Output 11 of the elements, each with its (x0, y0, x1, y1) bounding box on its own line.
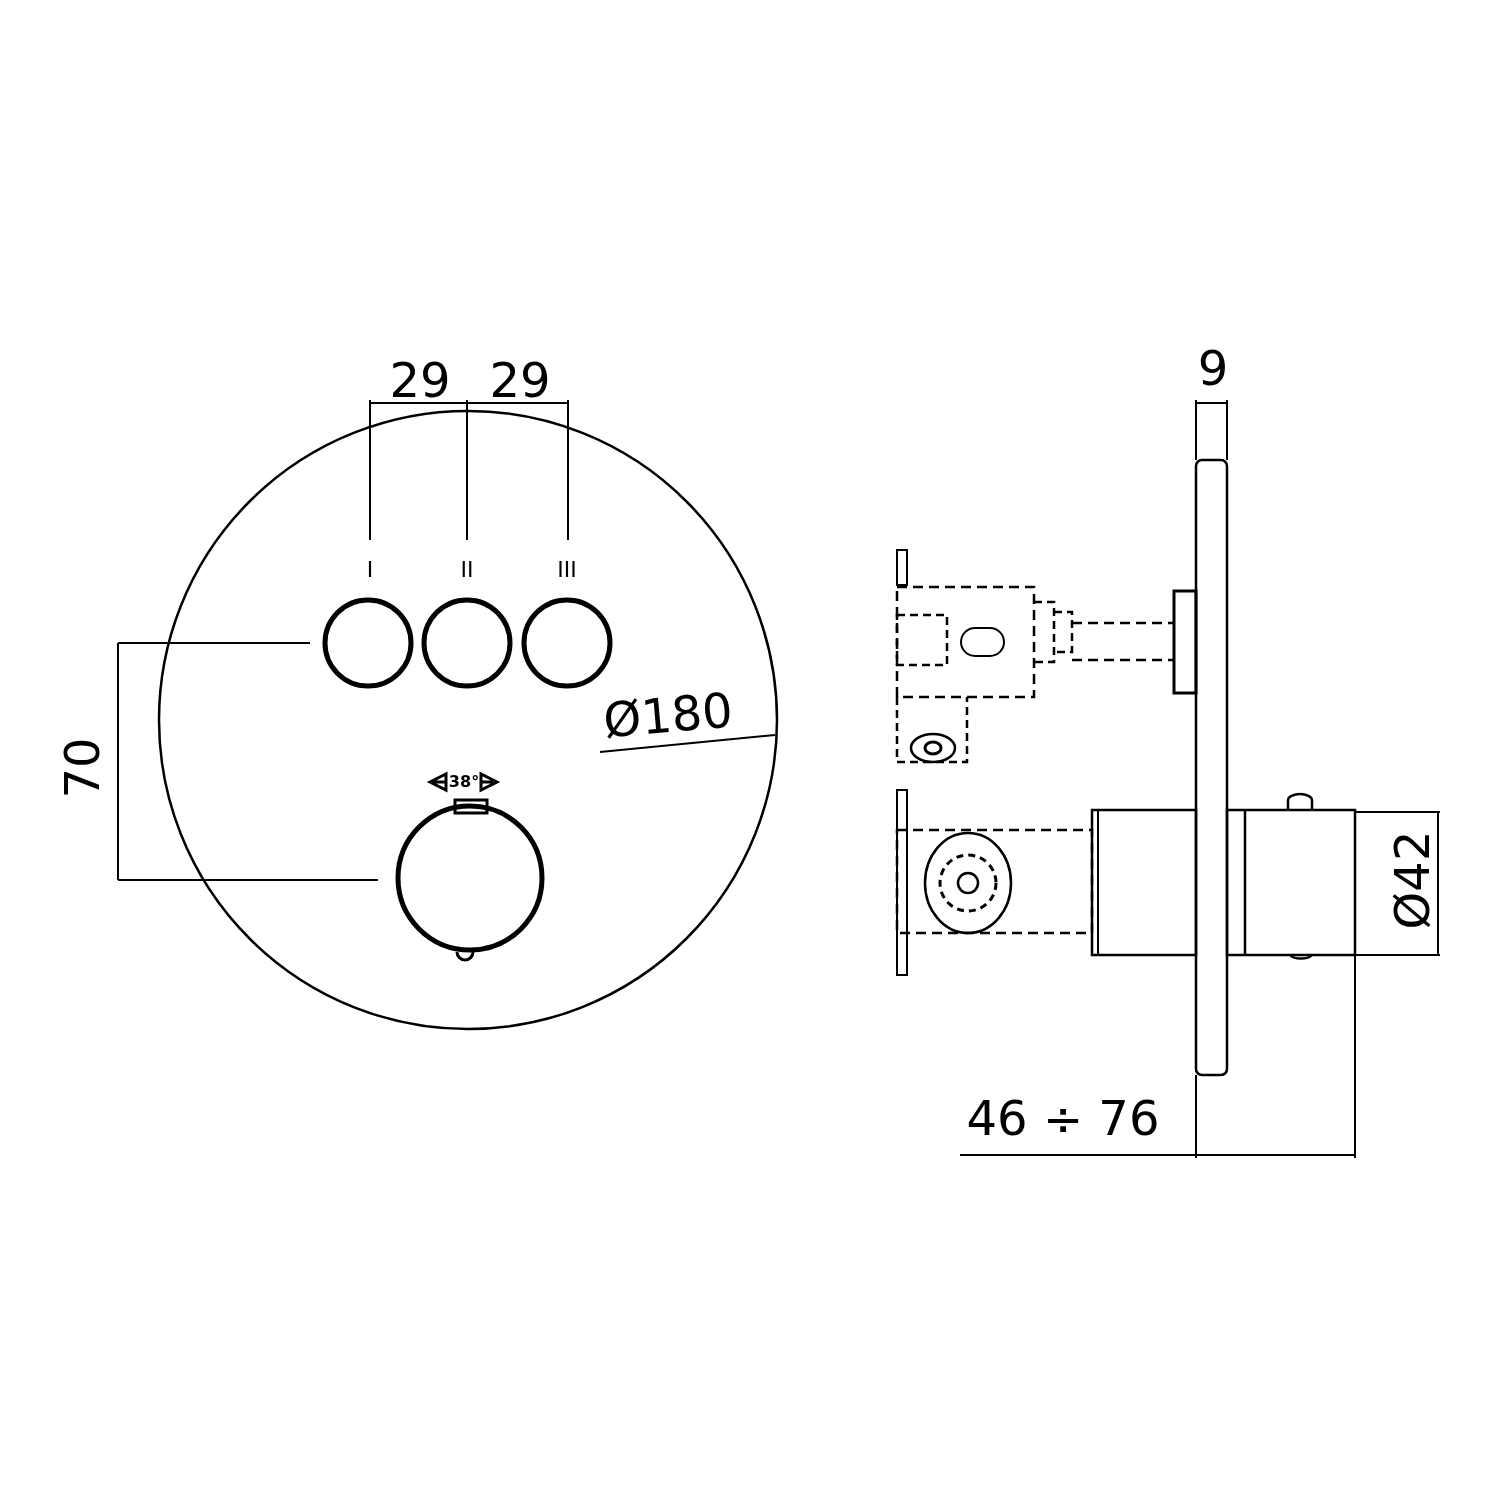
dimension-value: 29 (489, 356, 551, 404)
position-numeral: II (460, 559, 474, 581)
dimension-value: 46 ÷ 76 (966, 1094, 1160, 1142)
diameter-value: Ø42 (1388, 830, 1436, 930)
dimension-value: 29 (389, 356, 451, 404)
dimension-value: 9 (1197, 344, 1229, 392)
position-numeral: I (366, 559, 374, 581)
diameter-value: Ø180 (601, 685, 735, 745)
dimension-value: 70 (58, 737, 106, 799)
position-numeral: III (557, 559, 577, 581)
angle-value: 38° (448, 774, 480, 790)
